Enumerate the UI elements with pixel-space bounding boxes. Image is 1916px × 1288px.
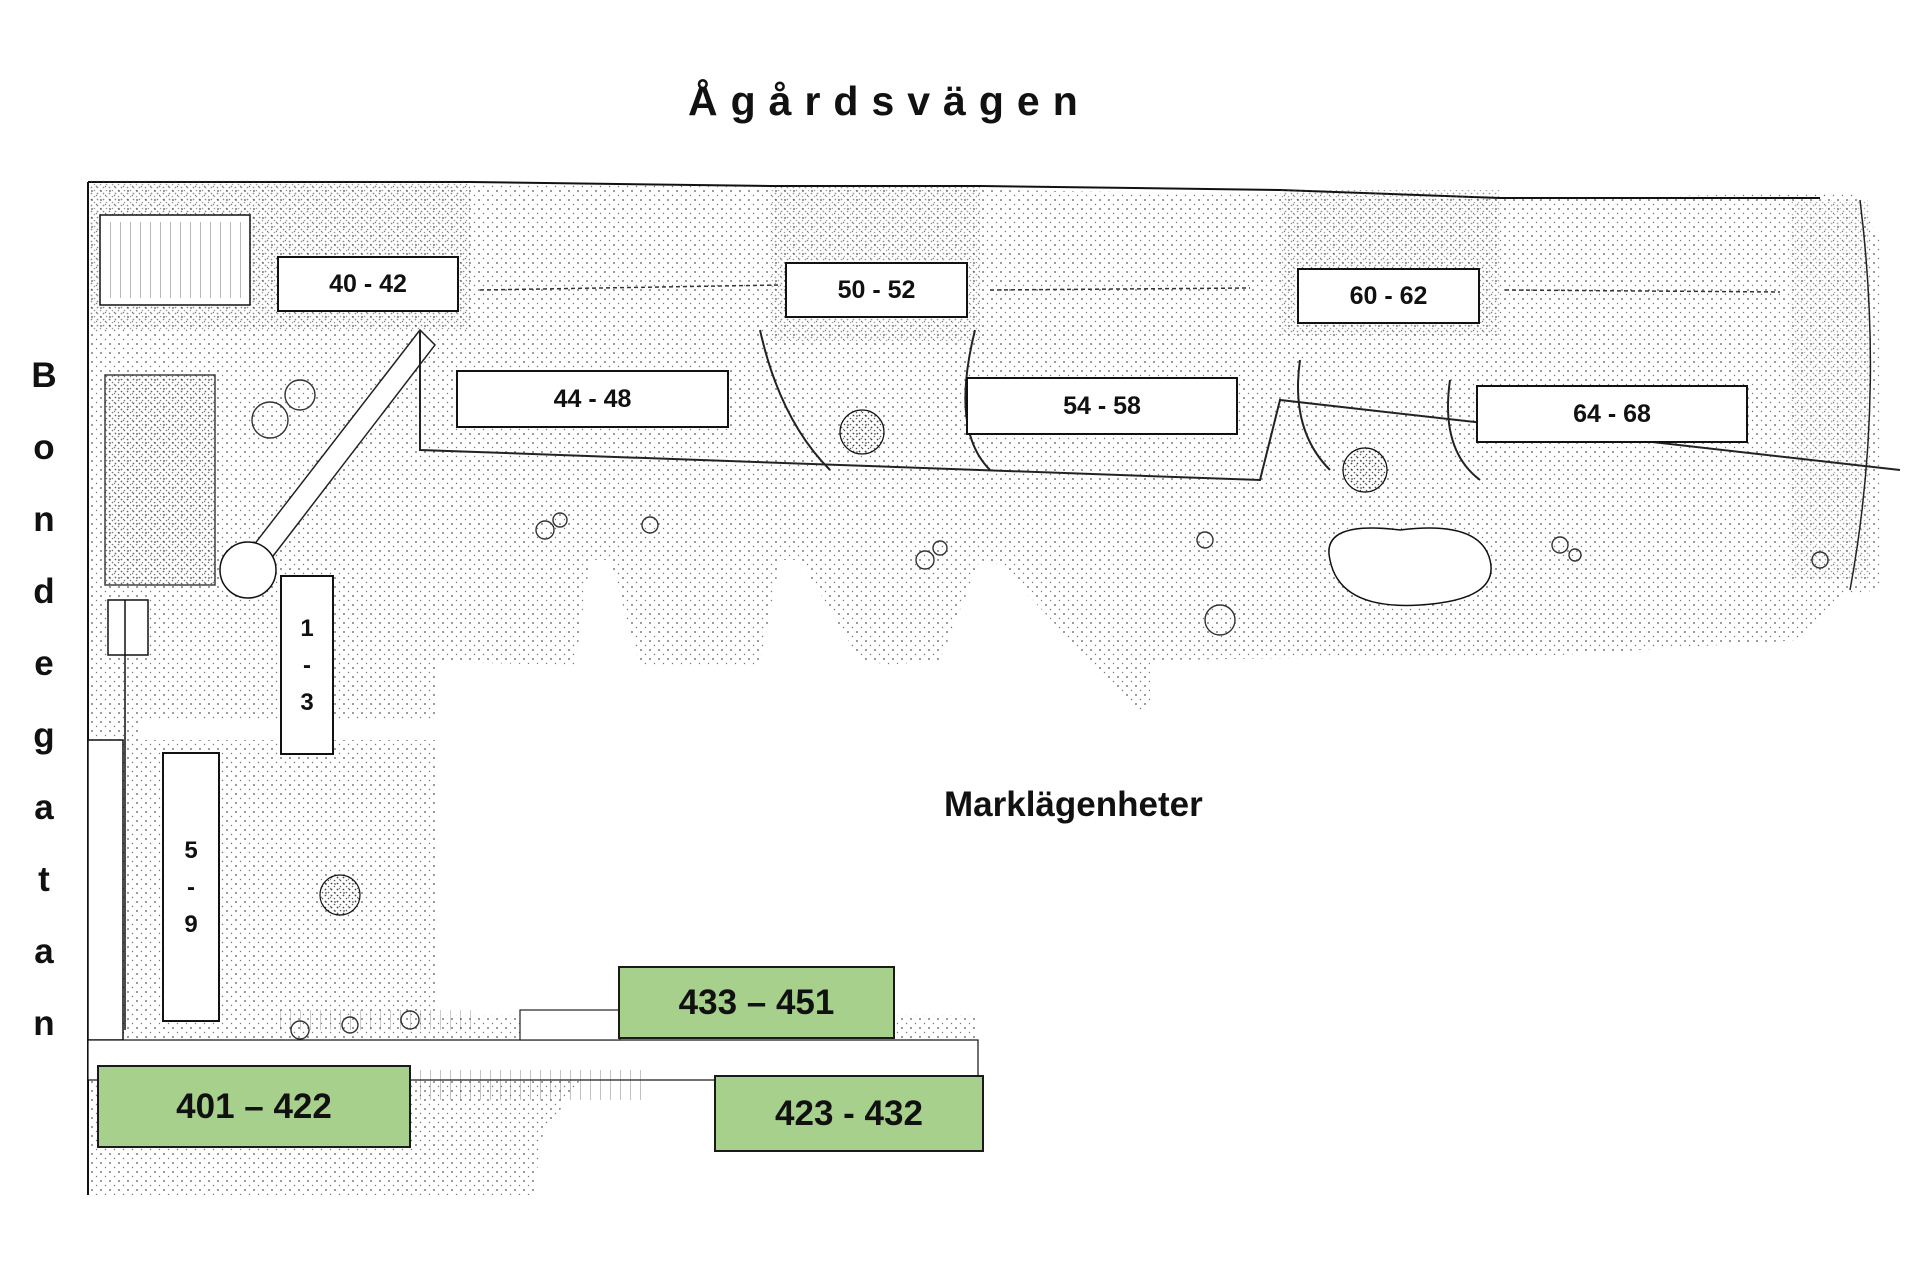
street-letter: d [33,572,55,611]
building-1-3[interactable]: 1-3 [280,575,334,755]
townhouse-401-422[interactable]: 401 – 422 [97,1065,411,1148]
building-60-62[interactable]: 60 - 62 [1297,268,1480,324]
building-40-42[interactable]: 40 - 42 [277,256,459,312]
site-ground [88,178,1880,1195]
street-letter: o [33,428,55,467]
building-54-58[interactable]: 54 - 58 [966,377,1238,435]
building-5-9[interactable]: 5-9 [162,752,220,1022]
street-letter: a [34,788,54,827]
building-64-68[interactable]: 64 - 68 [1476,385,1748,443]
pond [1328,527,1492,607]
townhouse-433-451[interactable]: 433 – 451 [618,966,895,1039]
building-44-48[interactable]: 44 - 48 [456,370,729,428]
street-letter: e [34,644,54,683]
street-letter: t [38,860,50,899]
street-label-agardsvagen: Ågårdsvägen [688,78,1091,124]
street-letter: g [33,716,55,755]
street-letter: n [33,1004,55,1043]
street-letter: n [33,500,55,539]
area-label-marklagenheter: Marklägenheter [944,785,1203,824]
townhouse-423-432[interactable]: 423 - 432 [714,1075,984,1152]
building-50-52[interactable]: 50 - 52 [785,262,968,318]
street-letter: B [31,356,57,395]
street-letter: a [34,932,54,971]
